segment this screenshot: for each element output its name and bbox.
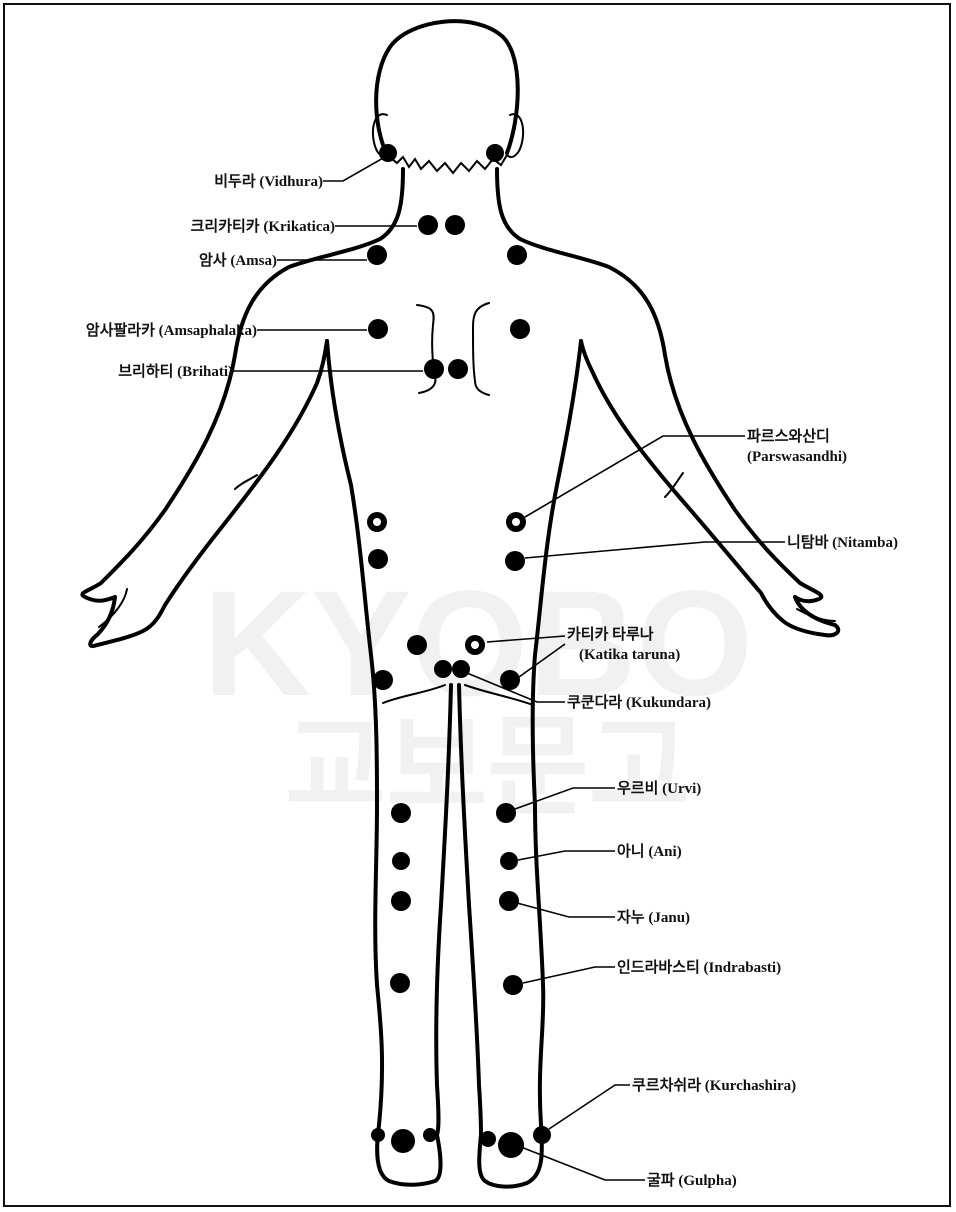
label-urvi: 우르비 (Urvi) xyxy=(617,780,701,797)
point-kurchashira-right-outer xyxy=(533,1126,551,1144)
label-kukundara: 쿠쿤다라 (Kukundara) xyxy=(567,694,711,711)
label-gulpha: 굴파 (Gulpha) xyxy=(647,1172,737,1189)
point-krikatica-right xyxy=(445,215,465,235)
label-krikatica: 크리카티카 (Krikatica) xyxy=(191,218,335,235)
point-indrabasti-right xyxy=(503,975,523,995)
leader-kurchashira xyxy=(549,1085,630,1129)
point-gulpha-left xyxy=(391,1129,415,1153)
point-janu-left xyxy=(391,891,411,911)
point-amsa-right xyxy=(507,245,527,265)
point-amsaphalaka-right xyxy=(510,319,530,339)
right-scapula-bracket xyxy=(473,303,489,395)
point-urvi-left xyxy=(391,803,411,823)
label-janu: 자누 (Janu) xyxy=(617,909,690,926)
label-ani: 아니 (Ani) xyxy=(617,843,682,860)
point-nitamba-left xyxy=(368,549,388,569)
leader-janu xyxy=(517,903,615,917)
label-nitamba: 니탐바 (Nitamba) xyxy=(787,533,898,551)
point-brihati-left xyxy=(424,359,444,379)
label-amsa: 암사 (Amsa) xyxy=(199,251,277,269)
point-amsaphalaka-left xyxy=(368,319,388,339)
label-brihati: 브리하티 (Brihati) xyxy=(118,363,233,380)
point-kurchashira-right-inner xyxy=(480,1131,496,1147)
point-gulpha-right xyxy=(498,1132,524,1158)
point-urvi-right xyxy=(496,803,516,823)
label-vidhura: 비두라 (Vidhura) xyxy=(214,173,323,190)
point-ani-left xyxy=(392,852,410,870)
point-katika-taruna-right-lower xyxy=(500,670,520,690)
point-kurchashira-left-outer xyxy=(371,1128,385,1142)
label-parswasandhi: 파르스와산디 xyxy=(747,427,830,445)
point-brihati-right xyxy=(448,359,468,379)
leader-ani xyxy=(518,851,615,860)
label-indrabasti: 인드라바스티 (Indrabasti) xyxy=(617,958,781,976)
label-katika-taruna: 카티카 타루나 xyxy=(567,626,654,643)
point-kurchashira-left-inner xyxy=(423,1128,437,1142)
point-amsa-left xyxy=(367,245,387,265)
label-amsaphalaka: 암사팔라카 (Amsaphalaka) xyxy=(86,321,257,339)
label-parswasandhi-latin: (Parswasandhi) xyxy=(747,449,847,465)
point-vidhura-right xyxy=(486,144,504,162)
head-outline xyxy=(376,21,518,155)
point-katika-taruna-left xyxy=(407,635,427,655)
point-katika-taruna-left-lower xyxy=(373,670,393,690)
point-ani-right xyxy=(500,852,518,870)
diagram-frame: KYOBO 교보문고 xyxy=(3,3,951,1207)
body-marma-diagram: KYOBO 교보문고 xyxy=(5,5,951,1207)
leader-nitamba xyxy=(525,542,785,558)
left-scapula-bracket xyxy=(417,305,435,393)
point-nitamba-right xyxy=(505,551,525,571)
point-krikatica-left xyxy=(418,215,438,235)
point-kukundara-right xyxy=(452,660,470,678)
label-kurchashira: 쿠르차쉬라 (Kurchashira) xyxy=(632,1077,796,1094)
leader-indrabasti xyxy=(523,967,615,983)
label-katika-taruna-latin: (Katika taruna) xyxy=(579,647,680,663)
point-indrabasti-left xyxy=(390,973,410,993)
point-kukundara-left xyxy=(434,660,452,678)
leader-vidhura xyxy=(323,157,385,181)
watermark-korean: 교보문고 xyxy=(285,706,690,829)
point-janu-right xyxy=(499,891,519,911)
